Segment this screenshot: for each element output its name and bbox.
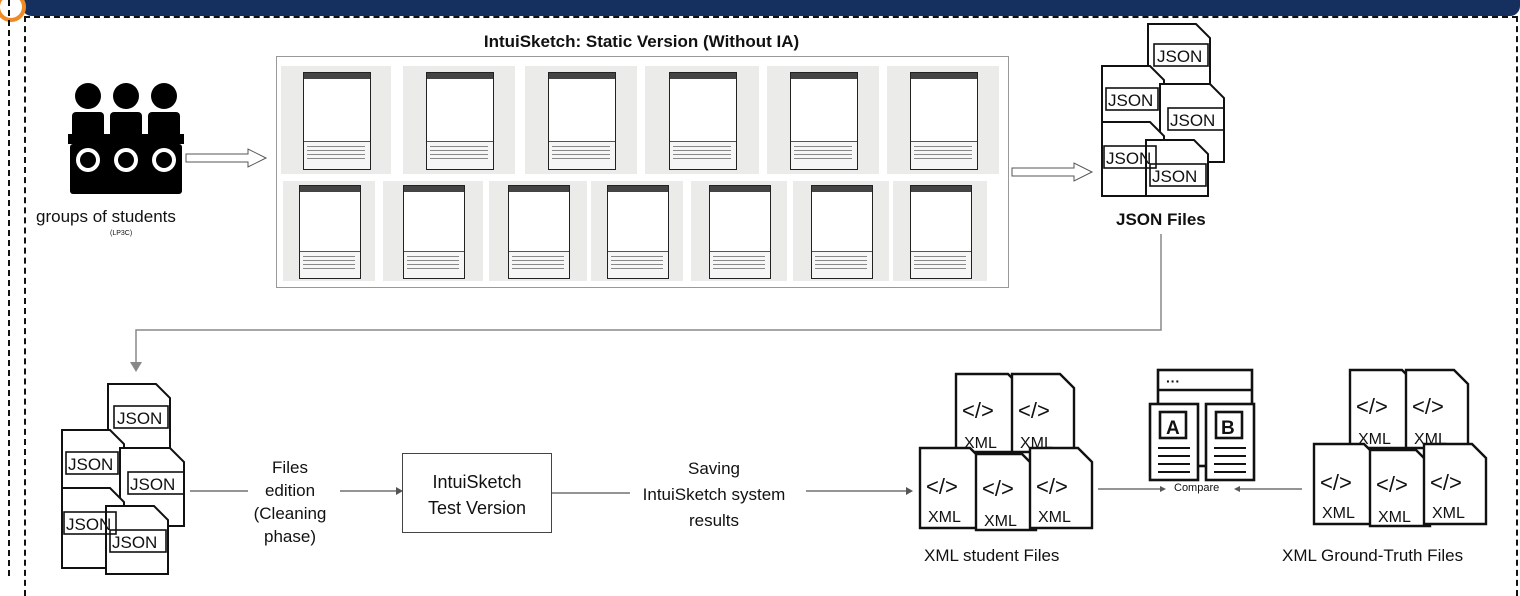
svg-text:</>: </>: [1356, 394, 1388, 419]
compare-label: Compare: [1174, 482, 1220, 494]
svg-text:XML: XML: [1358, 431, 1391, 448]
svg-text:</>: </>: [1412, 394, 1444, 419]
svg-text:</>: </>: [982, 476, 1014, 501]
students-group-icon: [68, 83, 184, 194]
arrows-to-compare: [1098, 486, 1302, 492]
svg-text:JSON: JSON: [1157, 47, 1202, 66]
header-accent-circle: [0, 0, 26, 22]
screenshot-thumbnail: [403, 66, 515, 174]
connector-json-to-json: [130, 234, 1162, 372]
svg-text:JSON: JSON: [66, 515, 111, 534]
screenshot-thumbnail: [767, 66, 879, 174]
svg-text:</>: </>: [926, 474, 958, 499]
screenshot-thumbnail: [525, 66, 637, 174]
test-version-box: [402, 453, 552, 533]
svg-text:XML: XML: [1020, 435, 1053, 452]
svg-text:JSON: JSON: [117, 409, 162, 428]
svg-text:JSON: JSON: [112, 533, 157, 552]
screenshot-thumbnail: [887, 66, 999, 174]
svg-text:···: ···: [1166, 373, 1180, 389]
json-files-top-icon: JSON JSON JSON JSON JSON: [1101, 23, 1225, 197]
svg-text:A: A: [1166, 418, 1180, 439]
xml-ground-truth-caption: XML Ground-Truth Files: [1282, 546, 1464, 565]
screenshot-thumbnail: [283, 181, 375, 281]
xml-student-caption: XML student Files: [924, 546, 1060, 565]
svg-text:</>: </>: [1036, 474, 1068, 499]
svg-text:XML: XML: [1414, 431, 1447, 448]
workflow-frame: [24, 16, 1518, 596]
arrow-edition-to-test: [340, 487, 403, 495]
xml-ground-truth-files-icon: </> </> </> </> </> XML XML XML XML XML: [1312, 368, 1488, 528]
files-edition-step: Files edition (Cleaning phase): [253, 458, 327, 546]
svg-text:XML: XML: [928, 509, 961, 526]
xml-student-files-icon: </> </> </> </> </> XML XML XML XML XML: [918, 372, 1094, 532]
svg-text:JSON: JSON: [68, 455, 113, 474]
svg-text:XML: XML: [1378, 509, 1411, 526]
screenshot-thumbnail: [591, 181, 683, 281]
json-files-caption: JSON Files: [1116, 210, 1206, 229]
students-sublabel: (LP3C): [110, 230, 133, 237]
test-version-label: IntuiSketch Test Version: [427, 472, 527, 518]
panel-title: IntuiSketch: Static Version (Without IA): [483, 32, 800, 51]
screenshot-thumbnail: [489, 181, 587, 281]
compare-ab-icon: A B ···: [1148, 368, 1256, 482]
svg-text:</>: </>: [1018, 398, 1050, 423]
svg-text:</>: </>: [962, 398, 994, 423]
svg-text:XML: XML: [1038, 509, 1071, 526]
arrow-panel-to-json: [1011, 162, 1094, 182]
arrow-test-to-saving: [552, 492, 630, 494]
header-bar: [22, 0, 1520, 16]
svg-text:JSON: JSON: [1170, 111, 1215, 130]
saving-step: Saving IntuiSketch system results: [642, 459, 786, 530]
svg-text:</>: </>: [1430, 470, 1462, 495]
screenshots-panel: [276, 56, 1009, 288]
svg-text:XML: XML: [1322, 505, 1355, 522]
svg-text:XML: XML: [1432, 505, 1465, 522]
screenshot-thumbnail: [383, 181, 483, 281]
outer-dashed-border: [8, 0, 10, 576]
screenshot-thumbnail: [893, 181, 987, 281]
json-files-bottom-icon: JSON JSON JSON JSON JSON: [61, 383, 185, 575]
screenshot-thumbnail: [793, 181, 889, 281]
svg-text:</>: </>: [1376, 472, 1408, 497]
svg-text:B: B: [1221, 418, 1235, 439]
svg-text:JSON: JSON: [130, 475, 175, 494]
arrow-students-to-panel: [185, 148, 268, 168]
arrow-saving-to-xml: [806, 487, 913, 495]
svg-text:</>: </>: [1320, 470, 1352, 495]
arrow-json-to-edition: [190, 490, 248, 492]
svg-text:XML: XML: [964, 435, 997, 452]
screenshot-thumbnail: [645, 66, 759, 174]
screenshot-thumbnail: [691, 181, 787, 281]
svg-text:JSON: JSON: [1152, 167, 1197, 186]
students-label: groups of students: [36, 207, 176, 226]
svg-text:XML: XML: [984, 513, 1017, 530]
screenshot-thumbnail: [281, 66, 391, 174]
svg-text:JSON: JSON: [1108, 91, 1153, 110]
svg-text:JSON: JSON: [1106, 149, 1151, 168]
